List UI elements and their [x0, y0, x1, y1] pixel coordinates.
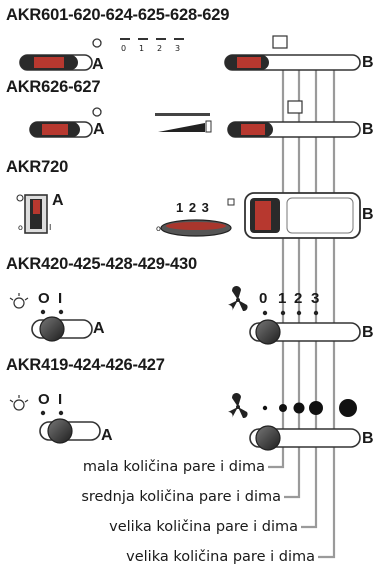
row3-label-b: B	[362, 206, 374, 223]
row4-fan-icon	[228, 285, 248, 312]
legend-item-1: mala količina pare i dima	[82, 459, 265, 475]
row3-slider-b	[244, 192, 361, 239]
row1-label-a: A	[92, 56, 104, 73]
row1-scale-1: 1	[139, 44, 145, 53]
legend-item-4: velika količina pare i dima	[126, 549, 315, 565]
row4-speed-2: 2	[294, 290, 303, 307]
row4-dots-b	[262, 310, 319, 316]
row4-dots-a	[40, 309, 64, 315]
row5-fan-icon	[228, 392, 248, 419]
row1-scale-2: 2	[157, 44, 163, 53]
row2-label-a: A	[93, 121, 105, 138]
model-title-5: AKR419-424-426-427	[6, 356, 165, 374]
row1-scale-bars	[120, 38, 184, 40]
row4-label-a: A	[93, 320, 105, 337]
row3-label-a: A	[52, 192, 64, 209]
row4-speed-1: 1	[278, 290, 287, 307]
row1-label-b: B	[362, 54, 374, 71]
row3-wheel-scale: 1 2 3	[176, 200, 210, 215]
row4-pos-on: I	[58, 290, 63, 307]
row1-slider-b	[224, 35, 361, 71]
row3-mark-off: o	[18, 223, 23, 232]
model-title-2: AKR626-627	[6, 78, 101, 96]
row3-speed-wheel	[160, 198, 235, 237]
row2-label-b: B	[362, 121, 374, 138]
row4-speed-3: 3	[311, 290, 320, 307]
row5-label-b: B	[362, 430, 374, 447]
row3-wheel-mark: o	[156, 224, 161, 233]
row3-light-icon	[16, 194, 24, 202]
row2-slider-b	[227, 100, 361, 138]
row5-dots-a	[40, 410, 64, 416]
row5-pos-off: O	[38, 391, 50, 408]
row1-red-slider	[34, 57, 64, 68]
row5-light-icon	[9, 395, 29, 411]
legend-item-2: srednja količina pare i dima	[81, 489, 281, 505]
row4-knob-a	[31, 316, 93, 342]
row4-pos-off: O	[38, 290, 50, 307]
row1-scale-0: 0	[121, 44, 127, 53]
row2-power-wedge	[155, 113, 212, 133]
row4-light-icon	[9, 293, 29, 309]
row4-speed-0: 0	[259, 290, 268, 307]
legend-item-3: velika količina pare i dima	[109, 519, 298, 535]
row1-light-icon	[92, 38, 102, 48]
model-title-3: AKR720	[6, 158, 69, 176]
row5-speed-dots	[262, 399, 357, 417]
row2-switch-a	[29, 107, 102, 138]
row4-label-b: B	[362, 324, 374, 341]
row3-mark-on: I	[49, 223, 52, 232]
row1-scale-3: 3	[175, 44, 181, 53]
model-title-4: AKR420-425-428-429-430	[6, 255, 197, 273]
row5-pos-on: I	[58, 391, 63, 408]
row1-fan-icon	[272, 35, 288, 49]
model-title-1: AKR601-620-624-625-628-629	[6, 6, 230, 24]
row1-switch-a	[19, 38, 102, 71]
row5-knob-b	[249, 425, 361, 451]
row3-rocker-a	[16, 194, 48, 234]
row4-knob-b	[249, 319, 361, 345]
row2-fan-icon	[287, 100, 303, 114]
row5-knob-a	[39, 418, 101, 444]
row2-light-icon	[92, 107, 102, 117]
row5-label-a: A	[101, 427, 113, 444]
